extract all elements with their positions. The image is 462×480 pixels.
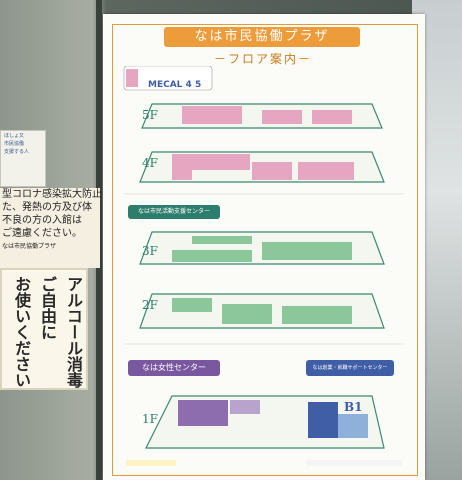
poster-border [112,24,418,476]
mecal-floor-tag [126,69,138,87]
josei-center-header: なは女性センター [128,360,220,376]
floor-b1-label: B1 [344,400,363,414]
room-block [298,162,354,180]
small-notice-line: 市民協働 [4,141,25,147]
alcohol-notice: アルコール消毒 ご自由に お使いください [0,268,88,390]
small-notice-line: 支援する人 [4,149,30,155]
room-block [252,162,292,180]
room-block [282,306,352,324]
room-block [308,402,338,438]
room-block [172,170,192,180]
room-block [172,154,250,170]
room-block [172,250,252,262]
floor-2f-label: 2F [142,298,158,312]
covid-notice-line: ご遠慮ください。 [2,228,82,239]
room-block [230,400,260,414]
sogyo-center-header: なは創業・就職サポートセンター [306,360,394,376]
alcohol-line: ご自由に [38,276,57,340]
mecal-badge [123,66,213,91]
poster-title: なは市民協働プラザ [164,27,360,47]
room-block [178,400,228,426]
room-block [172,298,212,312]
mecal-label: MECAL 4 5 [148,80,202,90]
floor-map [123,66,404,466]
room-block [192,236,252,244]
poster-subtitle: －フロア案内－ [213,52,312,66]
floor-1f-label: 1F [142,412,158,426]
shimin-center-header: なは市民活動支援センター [128,205,220,219]
covid-notice-line: た、発熱の方及び体 [2,202,92,213]
small-notice-line: ほしょ又 [4,133,25,139]
note-box [126,460,176,466]
floor-4f-label: 4F [142,156,158,170]
covid-notice-line: 不良の方の入館は [2,215,82,226]
floor-5f-label: 5F [142,108,158,122]
alcohol-line: お使いください [12,276,31,388]
room-block [262,242,352,260]
small-notice: ほしょ又 市民協働 支援する人 [0,130,46,187]
room-block [338,414,368,438]
room-block [262,110,302,124]
note-box [306,460,402,466]
room-block [222,304,272,324]
room-block [182,106,242,124]
alcohol-line: アルコール消毒 [64,276,83,388]
covid-notice-line: 型コロナ感染拡大防止 [2,189,102,200]
covid-notice-footer: なは市民協働プラザ [2,243,57,250]
floor-3f-label: 3F [142,244,158,258]
room-block [312,110,352,124]
covid-notice: 型コロナ感染拡大防止 た、発熱の方及び体 不良の方の入館は ご遠慮ください。 な… [0,188,102,268]
